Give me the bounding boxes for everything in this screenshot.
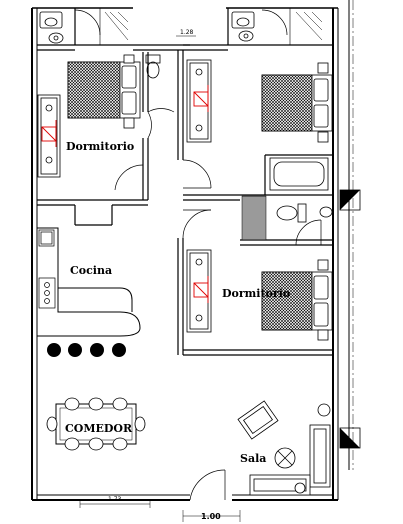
outer-walls	[31, 0, 354, 501]
doors	[74, 9, 322, 501]
dimension-top-small: 1.28	[180, 29, 194, 36]
dining-chairs	[46, 397, 146, 451]
corridor-toilet	[145, 54, 161, 79]
red-mark-right-bottom	[193, 276, 209, 303]
section-markers	[339, 189, 361, 449]
bed-right-top	[261, 62, 333, 143]
room-label-living: Sala	[240, 452, 266, 465]
bathtub	[269, 157, 329, 191]
bath-right-fixtures	[231, 11, 323, 42]
room-label-dining: COMEDOR	[65, 422, 133, 435]
bath-left-fixtures	[39, 7, 129, 44]
bar-stools	[47, 343, 126, 357]
middle-bath-toilet	[276, 203, 333, 223]
room-label-kitchen: Cocina	[70, 264, 112, 277]
red-mark-left	[41, 120, 57, 147]
wardrobe-left	[37, 94, 61, 178]
dimension-bottom-main: 1.00	[201, 512, 221, 521]
living-furniture	[237, 400, 331, 496]
wardrobe-right-top	[186, 59, 212, 143]
red-mark-right-top	[193, 85, 209, 112]
room-label-bedroom-left: Dormitorio	[66, 140, 134, 153]
dimension-lines	[79, 35, 241, 522]
kitchen-stove	[38, 277, 56, 309]
kitchen-counter	[37, 227, 141, 337]
room-label-bedroom-right: Dormitorio	[222, 287, 290, 300]
stair-stripes	[241, 195, 267, 241]
wardrobe-right-bottom	[186, 249, 212, 333]
bed-left	[67, 54, 141, 129]
interior-walls	[37, 8, 333, 356]
bed-right-bottom	[261, 259, 333, 341]
kitchen-sink	[38, 229, 55, 247]
dimension-bottom-small: 1.73	[108, 496, 122, 503]
